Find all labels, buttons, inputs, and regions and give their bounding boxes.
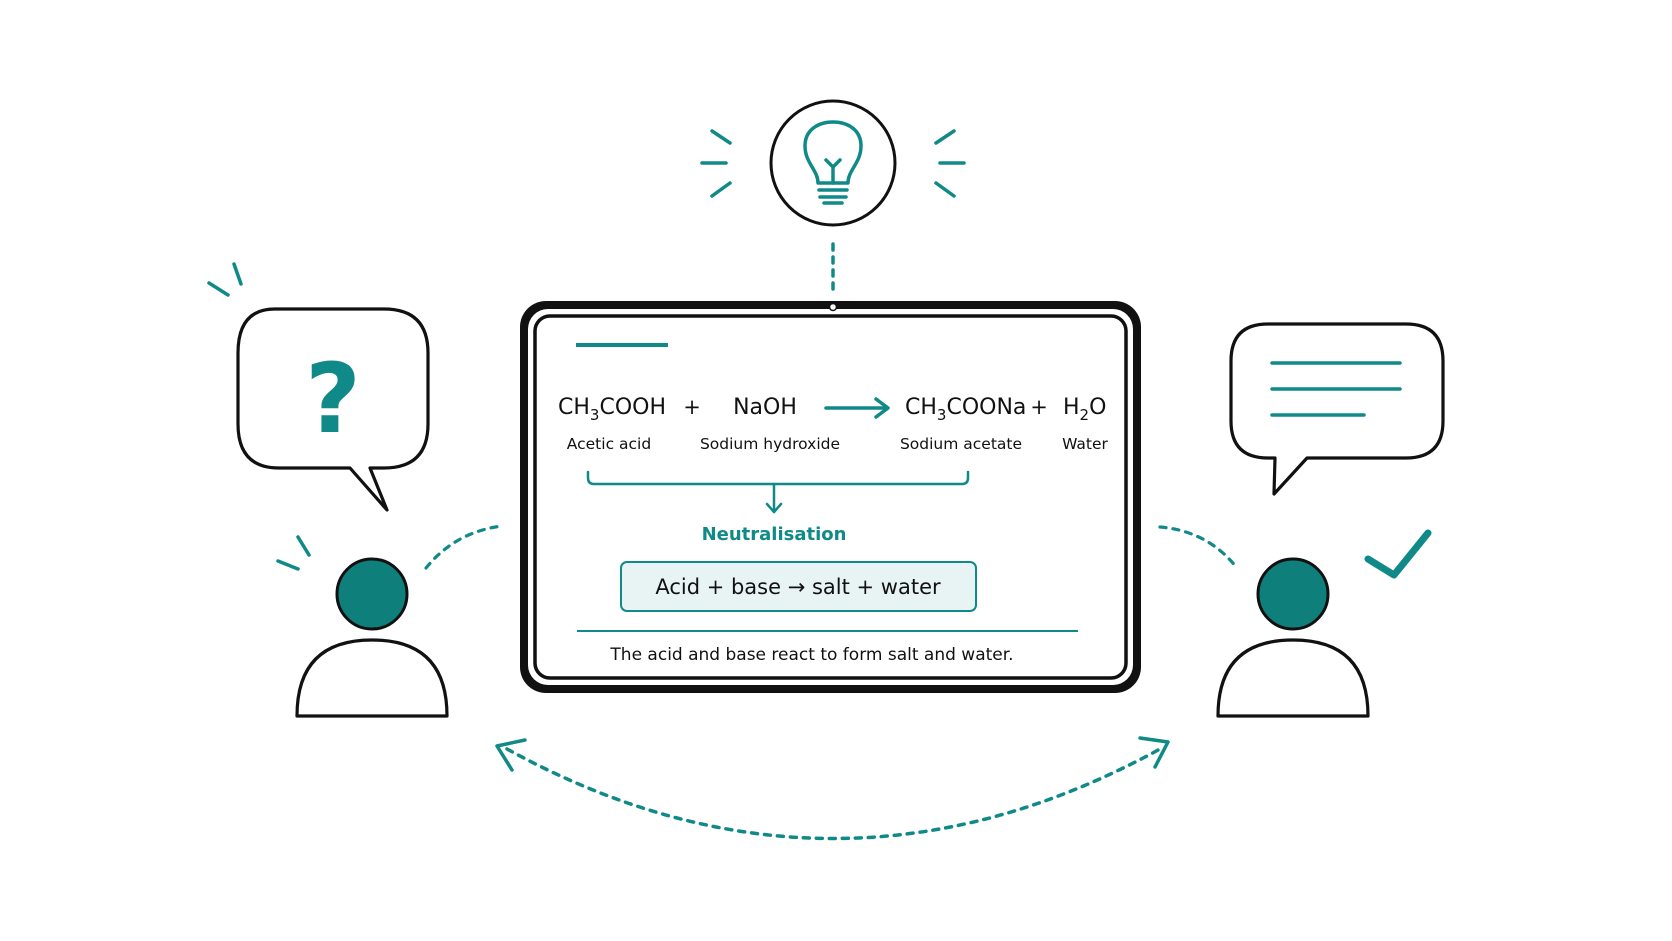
left-person-head	[335, 557, 409, 631]
left-connector	[424, 524, 504, 570]
reaction-type-label: Neutralisation	[702, 524, 847, 545]
tablet-camera	[828, 302, 838, 312]
left-sparks	[207, 262, 311, 571]
answer-speech-bubble	[1229, 322, 1445, 496]
question-mark-icon: ?	[305, 343, 361, 455]
exchange-arrow-icon	[495, 736, 1170, 841]
question-speech-bubble	[236, 307, 430, 512]
right-person-head	[1256, 557, 1330, 631]
checkmark-icon	[1364, 529, 1432, 579]
lightbulb-icon	[803, 120, 863, 205]
left-person-body	[295, 638, 449, 718]
plus-sign-1: +	[683, 395, 701, 419]
formula-acetic-acid: CH3COOH	[558, 395, 666, 424]
right-person-group	[1158, 322, 1445, 718]
label-sodium-acetate: Sodium acetate	[900, 435, 1022, 453]
left-person-group: ?	[207, 262, 504, 718]
idea-sparks	[700, 129, 966, 198]
tablet: CH3COOH Acetic acid + NaOH Sodium hydrox…	[520, 301, 1141, 693]
right-connector	[1158, 525, 1239, 570]
idea-group	[700, 99, 966, 292]
formula-water: H2O	[1063, 395, 1106, 424]
plus-sign-2: +	[1030, 395, 1048, 419]
label-acetic-acid: Acetic acid	[567, 435, 651, 453]
reaction-arrow-icon	[824, 397, 890, 419]
right-person-body	[1216, 638, 1370, 718]
text-lines-icon	[1270, 361, 1402, 417]
formula-sodium-hydroxide: NaOH	[733, 395, 797, 420]
label-water: Water	[1062, 435, 1108, 453]
reactant-bracket	[586, 470, 970, 514]
summary-text: The acid and base react to form salt and…	[609, 645, 1013, 665]
label-sodium-hydroxide: Sodium hydroxide	[700, 435, 840, 453]
general-rule-box	[620, 561, 977, 612]
general-rule-text: Acid + base → salt + water	[655, 575, 941, 599]
tablet-screen	[533, 314, 1128, 680]
lightbulb-circle	[769, 99, 897, 227]
formula-sodium-acetate: CH3COONa	[905, 395, 1026, 424]
